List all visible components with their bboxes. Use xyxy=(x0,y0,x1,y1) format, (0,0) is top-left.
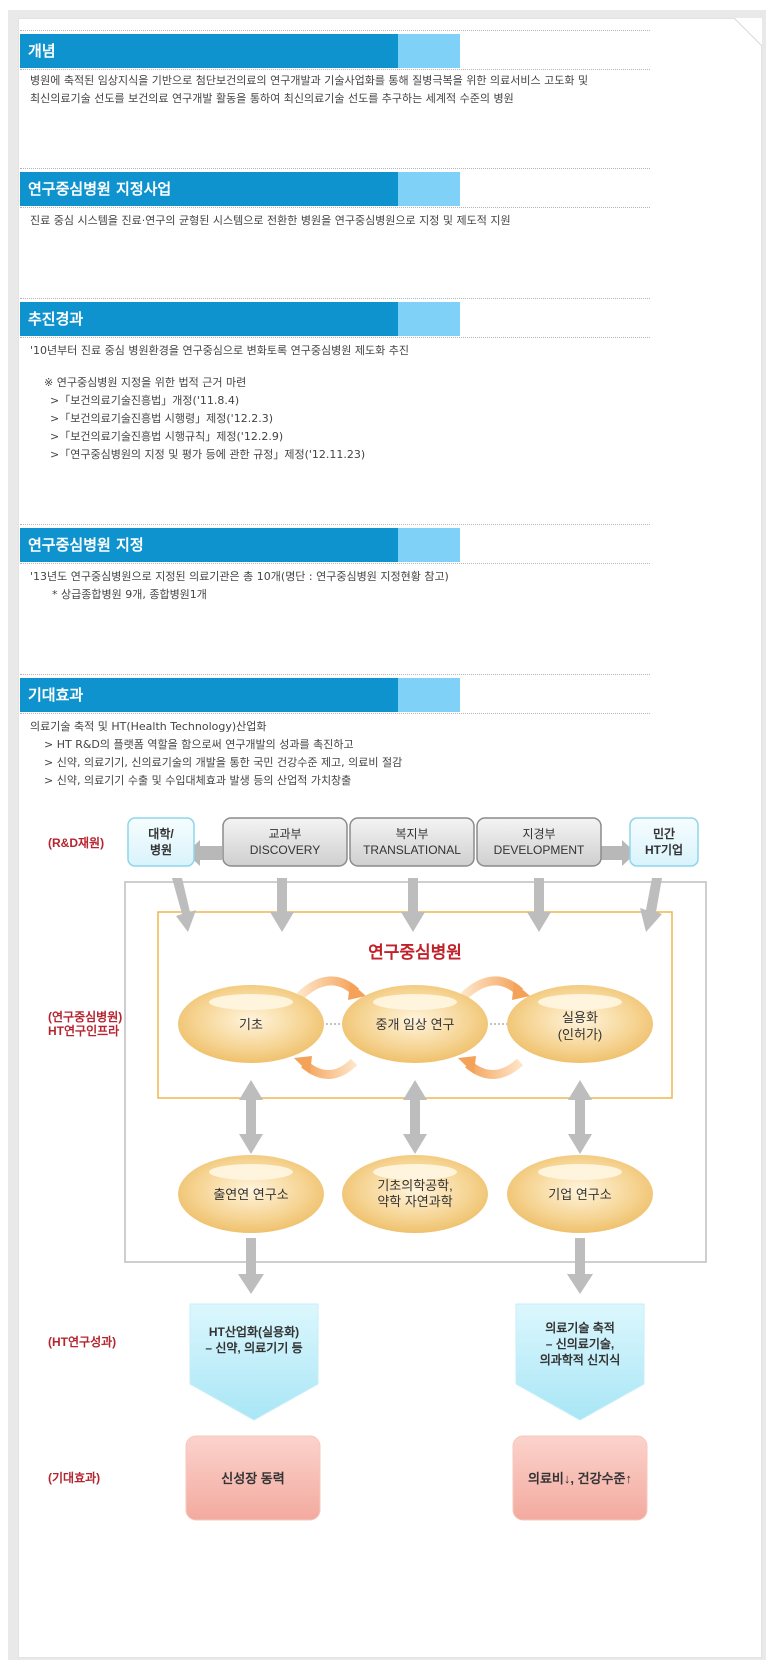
arrow-down-icon xyxy=(401,878,425,932)
section-text: 병원에 축적된 임상지식을 기반으로 첨단보건의료의 연구개발과 기술사업화를 … xyxy=(30,74,589,87)
oval-highlight xyxy=(373,994,457,1010)
section-title: 추진경과 xyxy=(28,310,84,328)
institute-company-label: 기업 연구소 xyxy=(548,1187,611,1202)
stage-practical-sub: (인허가) xyxy=(558,1027,603,1042)
oval-highlight xyxy=(538,994,622,1010)
list-item: > 신약, 의료기기, 신의료기술의 개발을 통한 국민 건강수준 제고, 의료… xyxy=(44,756,403,769)
funding-private-label: 민간 xyxy=(653,826,675,841)
result-industry-label: HT산업화(실용화) xyxy=(209,1324,299,1339)
stage-practical-label: 실용화 xyxy=(562,1010,598,1025)
section-note: ※ 연구중심병원 지정을 위한 법적 근거 마련 xyxy=(44,376,247,389)
row-label-infra: (연구중심병원) xyxy=(48,1009,122,1024)
section-text: 최신의료기술 선도를 보건의료 연구개발 활동을 통하여 최신의료기술 선도를 … xyxy=(30,92,514,105)
section-title: 연구중심병원 지정 xyxy=(28,536,144,554)
bidirectional-arrow-icon xyxy=(568,1080,592,1154)
hospital-title: 연구중심병원 xyxy=(368,943,462,962)
arrow-down-icon xyxy=(238,1238,264,1294)
result-tech-sub: 의과학적 신지식 xyxy=(540,1352,621,1367)
arrow-head-icon xyxy=(458,1056,476,1074)
institute-gov-label: 출연연 연구소 xyxy=(213,1187,288,1202)
curved-arrow-icon xyxy=(296,976,360,1000)
section-header: 연구중심병원 지정 xyxy=(20,524,650,564)
section-text: '13년도 연구중심병원으로 지정된 의료기관은 총 10개(명단 : 연구중심… xyxy=(30,570,449,583)
oval-highlight xyxy=(538,1164,622,1180)
institute-science-label: 기초의학공학, xyxy=(377,1178,452,1193)
curved-arrow-icon xyxy=(465,1058,524,1079)
list-item: >「보건의료기술진흥법 시행령」제정('12.2.3) xyxy=(50,412,273,425)
page-fold-icon xyxy=(734,18,762,46)
funding-welfare-label: 복지부 xyxy=(395,827,428,841)
list-item: >「보건의료기술진흥법 시행규칙」제정('12.2.9) xyxy=(50,430,284,443)
result-industry-sub: – 신약, 의료기기 등 xyxy=(205,1340,302,1355)
funding-edu-sub: DISCOVERY xyxy=(250,843,320,857)
arrow-down-icon xyxy=(172,878,196,932)
section-text: '10년부터 진료 중심 병원환경을 연구중심으로 변화토록 연구중심병원 제도… xyxy=(30,344,409,357)
effect-health-label: 의료비↓, 건강수준↑ xyxy=(528,1471,632,1486)
section-header: 추진경과 xyxy=(20,298,650,338)
funding-economy-label: 지경부 xyxy=(522,827,555,841)
result-tech-shape xyxy=(515,1303,645,1421)
row-label-effect: (기대효과) xyxy=(48,1470,100,1485)
effect-health-box xyxy=(512,1435,648,1521)
row-label-results: (HT연구성과) xyxy=(48,1334,116,1349)
oval-highlight xyxy=(373,1164,457,1180)
arrow-down-icon xyxy=(270,878,294,932)
list-item: > 신약, 의료기기 수출 및 수입대체효과 발생 등의 산업적 가치창출 xyxy=(44,774,352,787)
arrow-down-icon xyxy=(640,878,662,932)
section-progress: 추진경과 '10년부터 진료 중심 병원환경을 연구중심으로 변화토록 연구중심… xyxy=(20,298,650,464)
section-header: 개념 xyxy=(20,30,650,70)
funding-private-label: HT기업 xyxy=(645,842,683,857)
section-title: 개념 xyxy=(28,42,56,60)
funding-economy-box xyxy=(476,817,602,867)
section-designated-hospitals: 연구중심병원 지정 '13년도 연구중심병원으로 지정된 의료기관은 총 10개… xyxy=(20,524,650,604)
list-item: >「보건의료기술진흥법」개정('11.8.4) xyxy=(50,394,240,407)
diagram-canvas: (R&D재원) (연구중심병원) HT연구인프라 (HT연구성과) (기대효과)… xyxy=(48,817,707,1521)
section-header: 기대효과 xyxy=(20,674,650,714)
funding-economy-sub: DEVELOPMENT xyxy=(494,843,585,857)
result-industry-shape xyxy=(189,1303,319,1421)
oval-highlight xyxy=(209,994,293,1010)
section-title: 연구중심병원 지정사업 xyxy=(28,180,172,198)
funding-univ-box xyxy=(127,817,195,867)
result-tech-label: 의료기술 축적 xyxy=(545,1320,615,1335)
effect-growth-box xyxy=(185,1435,321,1521)
curved-arrow-icon xyxy=(301,1058,358,1079)
stage-basic-label: 기초 xyxy=(239,1017,263,1032)
funding-univ-label: 병원 xyxy=(150,842,172,857)
arrow-right-icon xyxy=(600,840,636,866)
section-expected-effects: 기대효과 의료기술 축적 및 HT(Health Technology)산업화 … xyxy=(20,674,650,790)
institute-science-label: 약학 자연과학 xyxy=(377,1194,452,1209)
funding-edu-box xyxy=(222,817,348,867)
arrow-down-icon xyxy=(527,878,551,932)
section-subtext: * 상급종합병원 9개, 종합병원1개 xyxy=(52,588,207,601)
row-label-infra-sub: HT연구인프라 xyxy=(48,1023,119,1038)
effect-growth-label: 신성장 동력 xyxy=(221,1471,284,1486)
bidirectional-arrow-icon xyxy=(239,1080,263,1154)
research-hospital-diagram: (R&D재원) (연구중심병원) HT연구인프라 (HT연구성과) (기대효과)… xyxy=(0,808,780,1628)
arrow-left-icon xyxy=(186,840,222,866)
row-label-rnd: (R&D재원) xyxy=(48,836,104,850)
funding-welfare-sub: TRANSLATIONAL xyxy=(363,843,461,857)
curved-arrow-icon xyxy=(460,976,524,1000)
arrow-head-icon xyxy=(348,982,366,1000)
arrow-down-icon xyxy=(567,1238,593,1294)
funding-univ-label: 대학/ xyxy=(148,826,174,841)
section-designation-program: 연구중심병원 지정사업 진료 중심 시스템을 진료·연구의 균형된 시스템으로 … xyxy=(20,168,650,230)
funding-welfare-box xyxy=(349,817,475,867)
section-header: 연구중심병원 지정사업 xyxy=(20,168,650,208)
arrow-head-icon xyxy=(294,1056,312,1074)
section-text: 의료기술 축적 및 HT(Health Technology)산업화 xyxy=(30,720,267,733)
result-tech-sub: – 신의료기술, xyxy=(546,1336,615,1351)
section-title: 기대효과 xyxy=(28,686,84,704)
funding-edu-label: 교과부 xyxy=(268,827,301,841)
section-text: 진료 중심 시스템을 진료·연구의 균형된 시스템으로 전환한 병원을 연구중심… xyxy=(30,214,511,227)
oval-highlight xyxy=(209,1164,293,1180)
funding-private-box xyxy=(629,817,699,867)
arrow-head-icon xyxy=(512,982,530,1000)
list-item: >「연구중심병원의 지정 및 평가 등에 관한 규정」제정('12.11.23) xyxy=(50,448,366,461)
list-item: > HT R&D의 플랫폼 역할을 함으로써 연구개발의 성과를 촉진하고 xyxy=(44,738,354,751)
stage-translational-label: 중개 임상 연구 xyxy=(376,1017,455,1032)
section-concept: 개념 병원에 축적된 임상지식을 기반으로 첨단보건의료의 연구개발과 기술사업… xyxy=(20,30,650,108)
bidirectional-arrow-icon xyxy=(403,1080,427,1154)
